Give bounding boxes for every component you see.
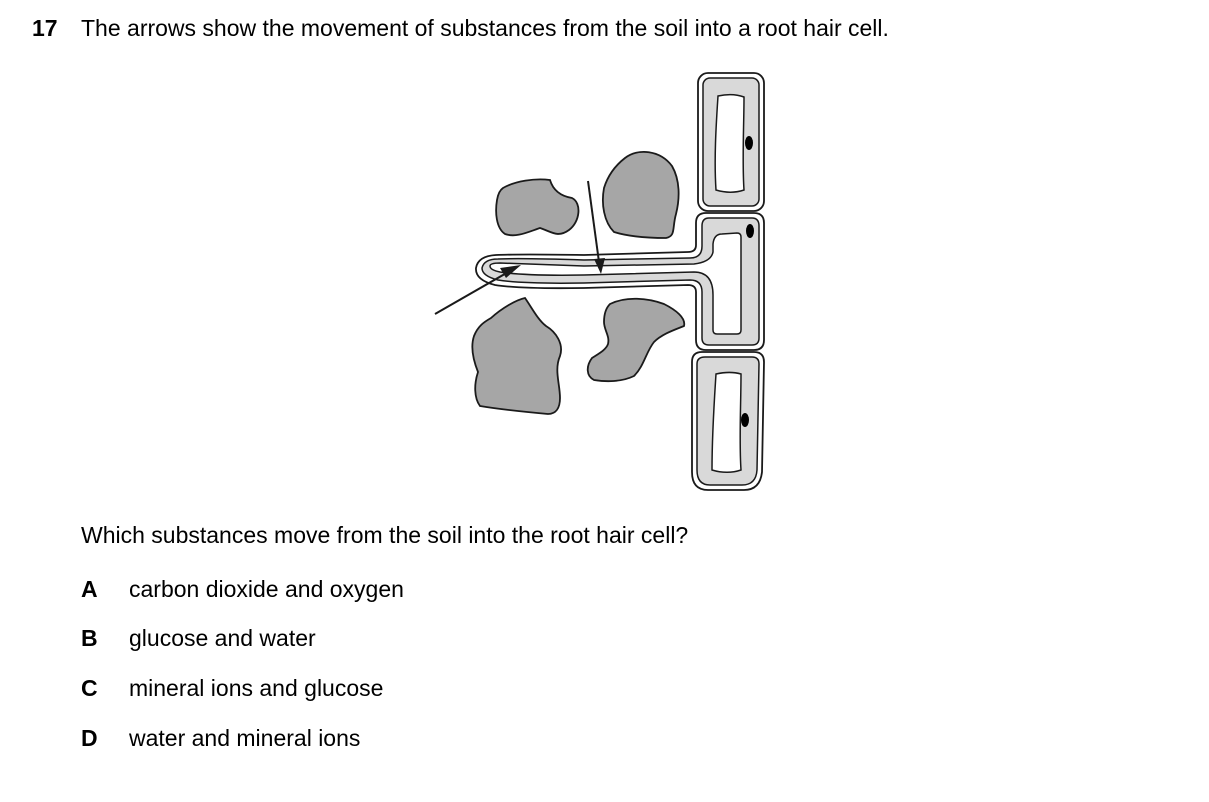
- nucleus: [745, 136, 753, 150]
- option-letter: B: [81, 625, 98, 651]
- arrow-into-root-hair-side: [587, 180, 605, 274]
- soil-particle: [471, 296, 562, 415]
- option-letter: D: [81, 725, 98, 751]
- nucleus: [746, 224, 754, 238]
- nucleus: [741, 413, 749, 427]
- option-letter: A: [81, 576, 98, 602]
- root-hair-diagram: [434, 72, 765, 491]
- option-text: water and mineral ions: [129, 725, 361, 751]
- option-text: carbon dioxide and oxygen: [129, 576, 404, 602]
- option-text: glucose and water: [129, 625, 316, 651]
- epidermal-cell-top: [697, 72, 765, 212]
- question-number: 17: [32, 15, 58, 41]
- question-stem: The arrows show the movement of substanc…: [81, 15, 889, 41]
- option-text: mineral ions and glucose: [129, 675, 384, 701]
- arrow-into-root-hair-tip: [434, 265, 521, 315]
- soil-particle: [601, 151, 680, 239]
- question-prompt: Which substances move from the soil into…: [81, 522, 689, 548]
- soil-particle: [586, 297, 686, 383]
- option-letter: C: [81, 675, 98, 701]
- soil-particle: [495, 178, 580, 237]
- epidermal-cell-bottom: [691, 351, 765, 491]
